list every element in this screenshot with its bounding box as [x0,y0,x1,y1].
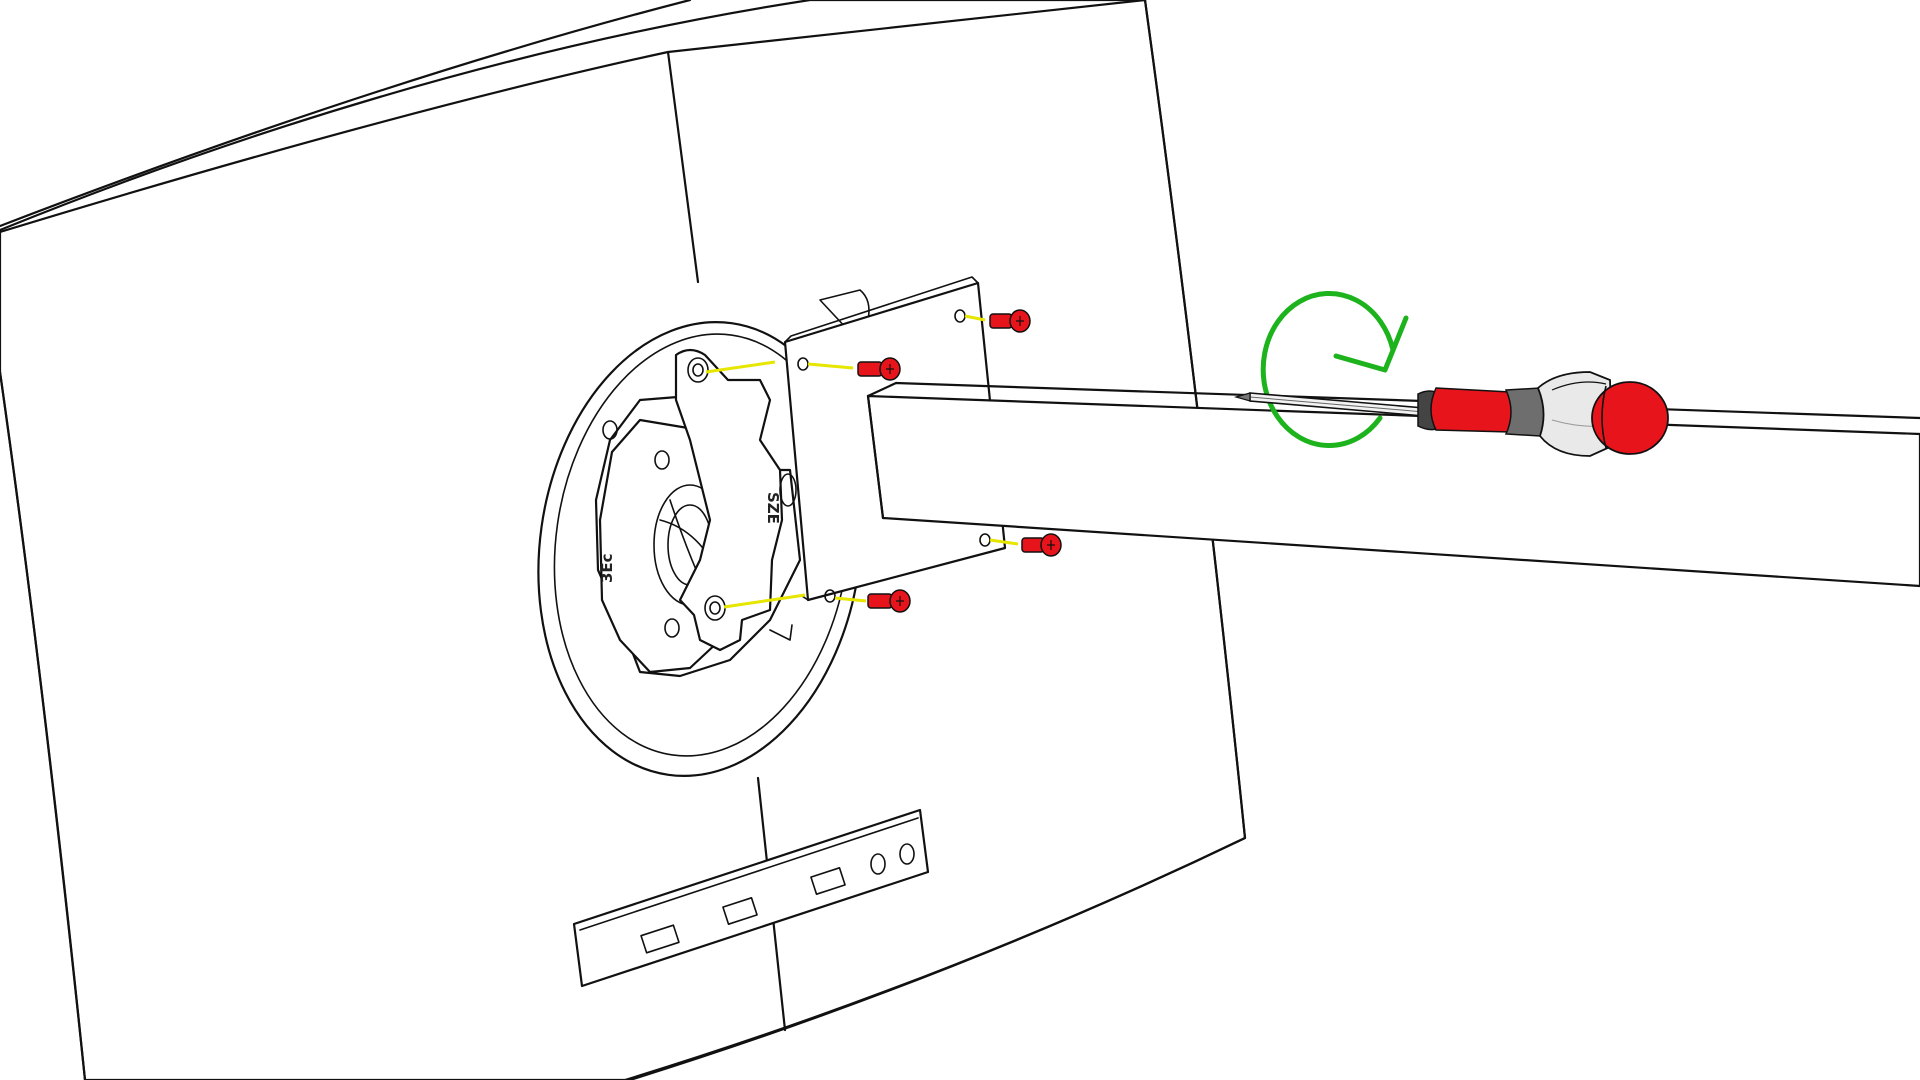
clockwise-arrow-icon [1260,290,1409,448]
screw-top-left [857,357,901,381]
screwdriver-icon [1233,371,1669,457]
port-strip [572,808,930,988]
screw-top-right [989,309,1031,333]
hub-marking: 3Ec [598,553,616,583]
plate-marking: SZE [764,492,782,524]
screw-bottom-right [1021,533,1062,557]
alignment-guides [705,314,1019,609]
screw-bottom-left [867,589,911,613]
